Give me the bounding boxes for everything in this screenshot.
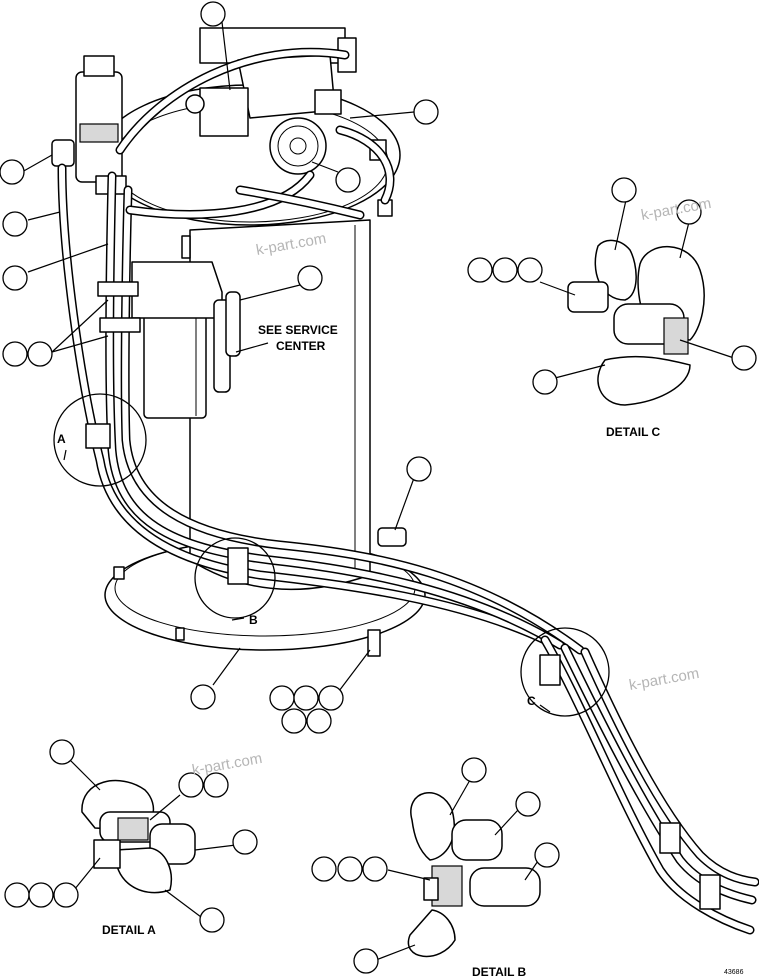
callout-circle <box>28 882 54 908</box>
callout-circle <box>4 882 30 908</box>
detail-circle-a <box>53 393 147 487</box>
callout-circle <box>731 345 757 371</box>
clamp-loop-lower <box>407 909 456 957</box>
clamp-tube <box>451 819 503 861</box>
detail-circle-c <box>520 627 610 717</box>
callout-circle <box>269 685 295 711</box>
marker-c: C <box>527 694 536 708</box>
hoses <box>57 47 759 935</box>
callout-circle <box>199 907 225 933</box>
callout-circle <box>27 341 53 367</box>
clamp-nut <box>423 877 439 901</box>
callout-circle <box>492 257 518 283</box>
filter-assembly <box>131 235 241 419</box>
callout-circle <box>306 708 332 734</box>
callout-circle <box>293 685 319 711</box>
valve-fitting <box>314 89 342 115</box>
callout-circle <box>534 842 560 868</box>
callout-circle <box>337 856 363 882</box>
callout-circle <box>2 265 28 291</box>
detail-c-label: DETAIL C <box>606 425 661 439</box>
clamp-bolt <box>567 281 609 313</box>
see-service-center-line2: CENTER <box>276 339 326 353</box>
detail-c-drawing <box>567 239 705 406</box>
arrow-a <box>63 449 67 461</box>
callout-circle <box>413 99 439 125</box>
callout-circle <box>2 211 28 237</box>
clamp-plate <box>663 317 689 355</box>
valve-knob <box>185 94 205 114</box>
watermark: k-part.com <box>628 665 701 694</box>
callout-circle <box>53 882 79 908</box>
callout-circle <box>2 341 28 367</box>
callout-circle <box>318 685 344 711</box>
callout-circle <box>203 772 229 798</box>
callout-circle <box>353 948 379 974</box>
hose-clamp <box>97 281 139 297</box>
clamp-tube <box>469 867 541 907</box>
arrow-c <box>539 704 551 713</box>
hose-clamp <box>227 547 249 585</box>
callout-circle <box>406 456 432 482</box>
callout-circle <box>0 159 25 185</box>
solenoid-valve <box>51 55 127 195</box>
clamp-plate <box>117 817 149 841</box>
clamp-nut <box>93 839 121 869</box>
callout-circle <box>461 757 487 783</box>
detail-circle-b <box>194 537 276 619</box>
callout-circle <box>467 257 493 283</box>
watermark: k-part.com <box>191 750 264 779</box>
callout-circle <box>532 369 558 395</box>
filter-vent <box>181 235 191 259</box>
hose-clamp <box>659 822 681 854</box>
detail-a-drawing <box>81 779 196 894</box>
callout-circle <box>232 829 258 855</box>
detail-a-label: DETAIL A <box>102 923 156 937</box>
drawing-number: 43686 <box>724 969 744 976</box>
callout-circle <box>515 791 541 817</box>
callout-circle <box>200 1 226 27</box>
valve-section <box>199 87 249 137</box>
detail-b-drawing <box>407 792 541 957</box>
filter-head <box>131 261 223 319</box>
service-center-leader <box>235 342 269 353</box>
watermark: k-part.com <box>640 195 713 224</box>
callout-circle <box>281 708 307 734</box>
callout-circle <box>49 739 75 765</box>
hose-fitting <box>377 527 407 547</box>
hose-clamp <box>699 874 721 910</box>
see-service-center-line1: SEE SERVICE <box>258 323 338 337</box>
callout-circle <box>190 684 216 710</box>
callout-circle <box>362 856 388 882</box>
callout-circle <box>311 856 337 882</box>
callout-circle <box>517 257 543 283</box>
callout-circle <box>297 265 323 291</box>
marker-b: B <box>249 613 258 627</box>
pump-hub <box>289 137 307 155</box>
callout-circle <box>178 772 204 798</box>
clamp-loop-lower <box>597 355 691 406</box>
hose-clamp <box>99 317 141 333</box>
callout-circle <box>676 199 702 225</box>
marker-a: A <box>57 432 66 446</box>
pump-inner <box>277 125 319 167</box>
clamp-loop <box>410 792 455 861</box>
leader-lines <box>21 21 735 961</box>
base-bolt <box>175 627 185 641</box>
hose-clamp <box>539 654 561 686</box>
solenoid-cap <box>83 55 115 77</box>
clamp-loop-lower <box>114 847 172 894</box>
detail-b-label: DETAIL B <box>472 965 527 978</box>
base-bolt <box>113 566 125 580</box>
elbow-fitting <box>51 139 75 167</box>
solenoid-band <box>79 123 119 143</box>
callout-circle <box>611 177 637 203</box>
arrow-b <box>231 617 245 621</box>
callout-circle <box>335 167 361 193</box>
hose-clamp <box>85 423 111 449</box>
dipstick-tube <box>225 291 241 357</box>
base-bolt-long <box>367 629 381 657</box>
